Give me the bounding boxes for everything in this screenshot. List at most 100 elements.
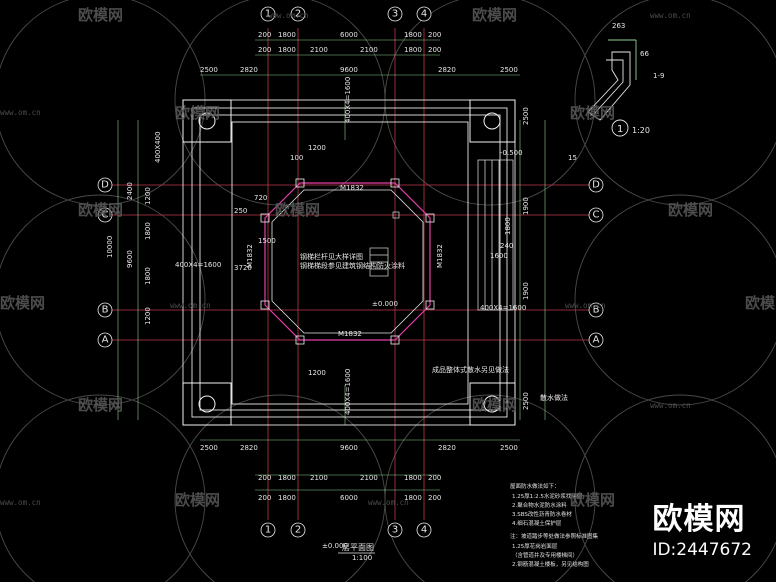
axis-label-col: 2 — [295, 9, 301, 20]
watermark: 欧模网 — [472, 6, 517, 24]
detail-drawing — [587, 39, 637, 137]
dim-text: 2100 — [310, 474, 328, 482]
door-label: M1832 — [340, 184, 364, 192]
column-label: 400X4=1600 — [344, 77, 352, 123]
dim-text: 1800 — [278, 46, 296, 54]
dim-text: 1500 — [258, 237, 276, 245]
axis-label-col: 4 — [421, 525, 427, 536]
dim-text: 15 — [568, 154, 577, 162]
dim-text: 6000 — [340, 494, 358, 502]
dim-text: 2500 — [200, 444, 218, 452]
octagon-posts — [260, 178, 435, 345]
dim-text: 200 — [428, 474, 441, 482]
axis-label-col: 3 — [392, 525, 398, 536]
brand-id: ID:2447672 — [652, 540, 752, 560]
dim-text: 2500 — [200, 66, 218, 74]
axis-label-row: B — [102, 305, 109, 316]
watermark-url: www.om.cn — [0, 108, 41, 117]
axis-label-col: 3 — [392, 9, 398, 20]
dim-text: 10000 — [106, 236, 114, 258]
brand-badge: 欧模网 ID:2447672 — [652, 494, 752, 560]
axis-bubbles — [97, 6, 604, 538]
note-line: 2.钢筋混凝土楼板，另见结构图 — [512, 560, 589, 568]
watermark: 欧模网 — [175, 491, 220, 509]
dim-text: 200 — [258, 494, 271, 502]
note-line: 屋面防水做法如下： — [510, 482, 560, 490]
dim-text: 2820 — [240, 444, 258, 452]
watermark: 欧模网 — [78, 201, 123, 219]
axis-label-row: C — [102, 210, 109, 221]
note-line: 注：坡道踏步等处做法参照标准图集 — [510, 532, 599, 540]
watermarks: 欧模网 www.om.cn 欧模网 www.om.cn www.om.cn 欧模… — [0, 6, 776, 509]
detail-number: 1 — [617, 124, 623, 135]
axis-label-col: 1 — [265, 9, 271, 20]
brand-logo: 欧模网 — [652, 502, 746, 537]
dim-text: 2500 — [500, 444, 518, 452]
dim-text: 1900 — [522, 282, 530, 300]
watermark: 欧模网 — [78, 6, 123, 24]
dim-text: 1900 — [522, 197, 530, 215]
center-note: 钢梯梯段参见建筑钢结构防火涂料 — [300, 261, 405, 270]
watermark-url: www.om.cn — [650, 401, 691, 410]
axis-label-row: B — [593, 305, 600, 316]
watermark: 欧模网 — [472, 396, 517, 414]
dim-text: 200 — [428, 46, 441, 54]
dim-text: 2500 — [500, 66, 518, 74]
dim-text: 1800 — [144, 222, 152, 240]
dim-text: 3720 — [234, 264, 252, 272]
dim-text: 100 — [290, 154, 303, 162]
dim-text: 1200 — [308, 144, 326, 152]
door-label: M1832 — [436, 244, 444, 268]
detail-dim: 66 — [640, 50, 649, 58]
dim-text: 1800 — [278, 31, 296, 39]
grid-axes — [112, 28, 600, 520]
watermark: 欧模网 — [570, 104, 615, 122]
dim-text: 720 — [254, 194, 267, 202]
dim-text: 2820 — [438, 444, 456, 452]
bottom-note: 成品整体式散水另见做法 — [432, 365, 509, 374]
watermark-url: www.om.cn — [268, 11, 309, 20]
corner-columns — [182, 99, 516, 426]
dim-text: 9600 — [126, 250, 134, 268]
elevation-label: -0.500 — [500, 149, 523, 157]
axis-label-col: 4 — [421, 9, 427, 20]
dim-text: 200 — [428, 31, 441, 39]
dim-text: 2400 — [126, 182, 134, 200]
watermark-url: www.om.cn — [368, 498, 409, 507]
dim-text: 9600 — [340, 444, 358, 452]
dim-text: 2820 — [240, 66, 258, 74]
detail-tag: 1-9 — [653, 72, 664, 80]
dim-text: 1200 — [144, 307, 152, 325]
note-line: 3.SBS改性沥青防水卷材 — [512, 510, 572, 518]
axis-labels: 1 2 3 4 1 2 3 4 D C B A D C B A — [101, 9, 600, 536]
axis-label-row: C — [593, 210, 600, 221]
dim-text: 1200 — [144, 187, 152, 205]
axis-label-row: D — [592, 180, 600, 191]
dim-text: 1800 — [144, 267, 152, 285]
annotations: M1832 M1832 M1832 M1832 400X400 400X4=16… — [154, 22, 664, 562]
watermark: 欧模网 — [78, 396, 123, 414]
dim-text: 2100 — [360, 46, 378, 54]
column-label: 400X400 — [154, 131, 162, 163]
axis-label-col: 1 — [265, 525, 271, 536]
side-note: 散水做法 — [540, 393, 568, 402]
watermark-url: www.om.cn — [650, 11, 691, 20]
octagon-walls — [264, 182, 431, 341]
dimension-lines — [117, 39, 546, 491]
elevation-title: ±0.000 — [322, 542, 348, 550]
dim-text: 200 — [258, 46, 271, 54]
watermark: 欧模网 — [668, 201, 713, 219]
dim-text: 2500 — [522, 392, 530, 410]
door-label: M1832 — [246, 244, 254, 268]
notes: 屋面防水做法如下： 1.25厚1:2.5水泥砂浆找平层 2.聚合物水泥防水涂料 … — [510, 482, 599, 568]
watermark-url: www.om.cn — [0, 498, 41, 507]
elevation-label: ±0.000 — [372, 300, 398, 308]
dim-text: 1800 — [504, 217, 512, 235]
dim-text: 240 — [500, 242, 513, 250]
dim-text: 1800 — [404, 494, 422, 502]
dim-text: 1800 — [404, 474, 422, 482]
column-label: 400X4=1600 — [344, 369, 352, 415]
watermark: 欧模网 — [175, 104, 220, 122]
watermark: 欧模网 — [570, 491, 615, 509]
